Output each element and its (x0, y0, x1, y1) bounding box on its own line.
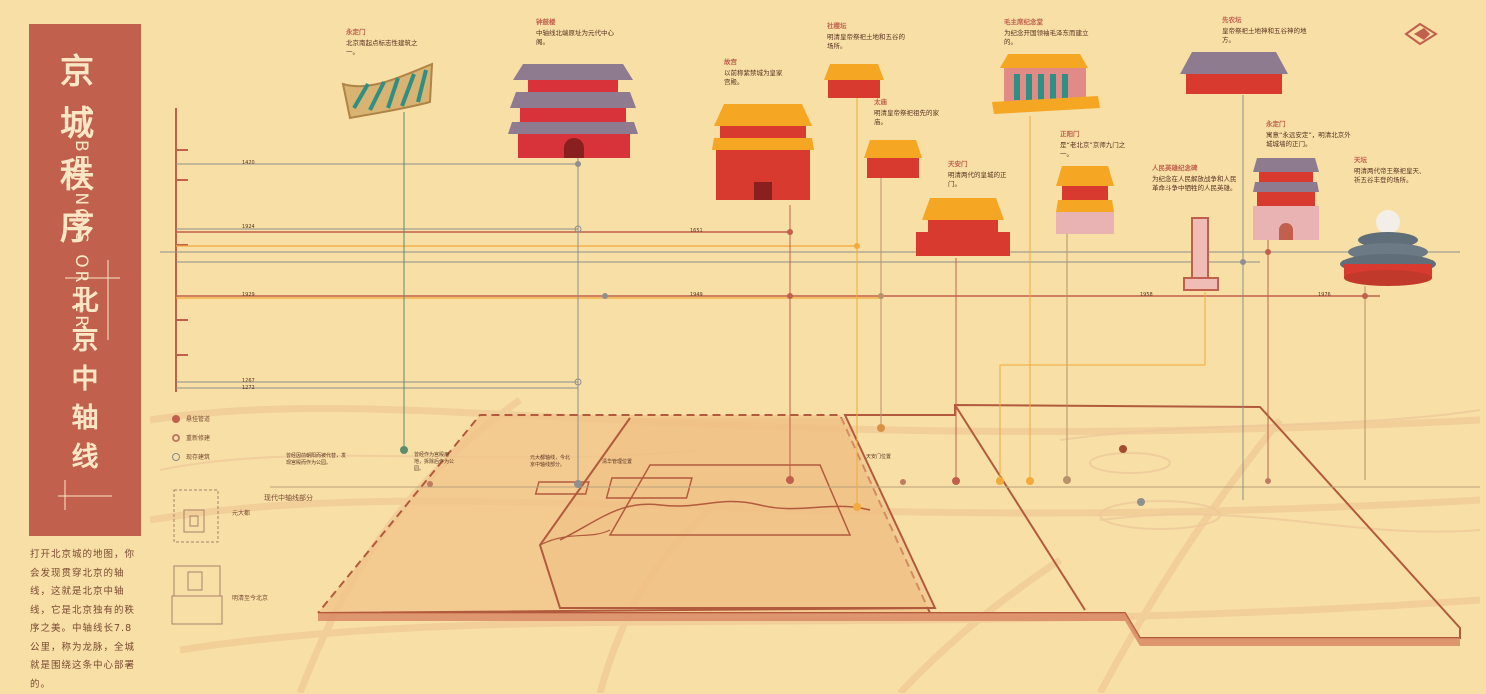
year-label-6: 1949 (690, 292, 703, 298)
building-label-5: 天安门明清两代的皇城的正门。 (948, 160, 1007, 188)
yuan-dadu-map-icon (173, 489, 219, 543)
year-label-0: 1420 (242, 160, 255, 166)
legend-item-0: 悬挂管道 (172, 414, 210, 423)
building-label-7: 正阳门是“老北京”京师九门之一。 (1060, 130, 1126, 158)
ming-qing-map-icon (171, 565, 223, 625)
yongdingmen-building-icon (1253, 158, 1319, 240)
legend-item-1: 重新修建 (172, 433, 210, 442)
building-label-9: 先农坛皇帝祭祀土地神和五谷神的地方。 (1222, 16, 1307, 44)
year-label-8: 1976 (1318, 292, 1331, 298)
year-label-4: 1272 (242, 385, 255, 391)
modern-axis-label: 现代中轴线部分 (264, 494, 313, 502)
title-divider-lines (58, 260, 120, 510)
building-label-0: 永定门北京南起点标志性建筑之一。 (346, 28, 418, 56)
taimiao-building-icon (864, 140, 922, 178)
building-label-11: 天坛明清两代帝王祭祀皇天、祈五谷丰登的场所。 (1354, 156, 1426, 184)
legend-dot-icon (172, 414, 180, 423)
year-label-5: 1651 (690, 228, 703, 234)
building-label-3: 社稷坛明清皇帝祭祀土地和五谷的场所。 (827, 22, 905, 50)
map-label-mingqing: 明清至今北京 (232, 595, 269, 602)
logo-icon (1404, 22, 1438, 46)
title-panel (29, 24, 141, 536)
year-label-1: 1924 (242, 224, 255, 230)
map-note-3: 清华管理位置 (602, 459, 633, 465)
bird-nest-building-icon (341, 62, 434, 120)
building-label-6: 毛主席纪念堂为纪念开国领袖毛泽东而建立的。 (1004, 18, 1089, 46)
map-note-1: 曾经作为宫殿用地，拆除后作为公园。 (414, 452, 455, 472)
shejitan-building-icon (824, 64, 884, 98)
year-label-3: 1267 (242, 378, 255, 384)
zhengyangmen-building-icon (1056, 166, 1114, 234)
monument-building-icon (1183, 217, 1219, 291)
building-label-8: 人民英雄纪念碑为纪念在人民解放战争和人民革命斗争中牺牲的人民英雄。 (1152, 164, 1237, 192)
forbidden-city-building-icon (712, 104, 814, 200)
year-label-7: 1958 (1140, 292, 1153, 298)
tiananmen-building-icon (916, 198, 1010, 256)
building-label-4: 太庙明清皇帝祭祀祖先的家庙。 (874, 98, 939, 126)
intro-text: 打开北京城的地图，你会发现贯穿北京的轴线，这就是北京中轴线，它是北京独有的秩序之… (30, 549, 136, 690)
xiannongtan-building-icon (1180, 52, 1288, 94)
legend-ring-icon (172, 433, 180, 442)
legend-item-2: 现存建筑 (172, 452, 210, 461)
year-label-2: 1929 (242, 292, 255, 298)
map-note-4: 天安门位置 (866, 454, 892, 460)
mausoleum-building-icon (992, 54, 1100, 114)
map-label-yuan: 元大都 (232, 510, 251, 517)
drum-tower-building-icon (508, 64, 638, 158)
building-label-10: 永定门寓意“永远安定”，明清北京外城城墙的正门。 (1266, 120, 1351, 148)
map-note-2: 元大都轴线，今北京中轴线部分。 (530, 455, 571, 468)
building-label-2: 故宫以前称紫禁城为皇家宫殿。 (724, 58, 783, 86)
temple-of-heaven-building-icon (1340, 210, 1436, 286)
page-title: 京城秩序 (60, 52, 94, 248)
map-note-0: 曾经因前朝阳而被代替，发现宫殿而作为公园。 (286, 453, 347, 466)
page-subtitle: 北京中轴线 (71, 286, 99, 473)
legend-circle-icon (172, 452, 180, 461)
building-label-1: 钟鼓楼中轴线北端原址为元代中心阁。 (536, 18, 614, 46)
